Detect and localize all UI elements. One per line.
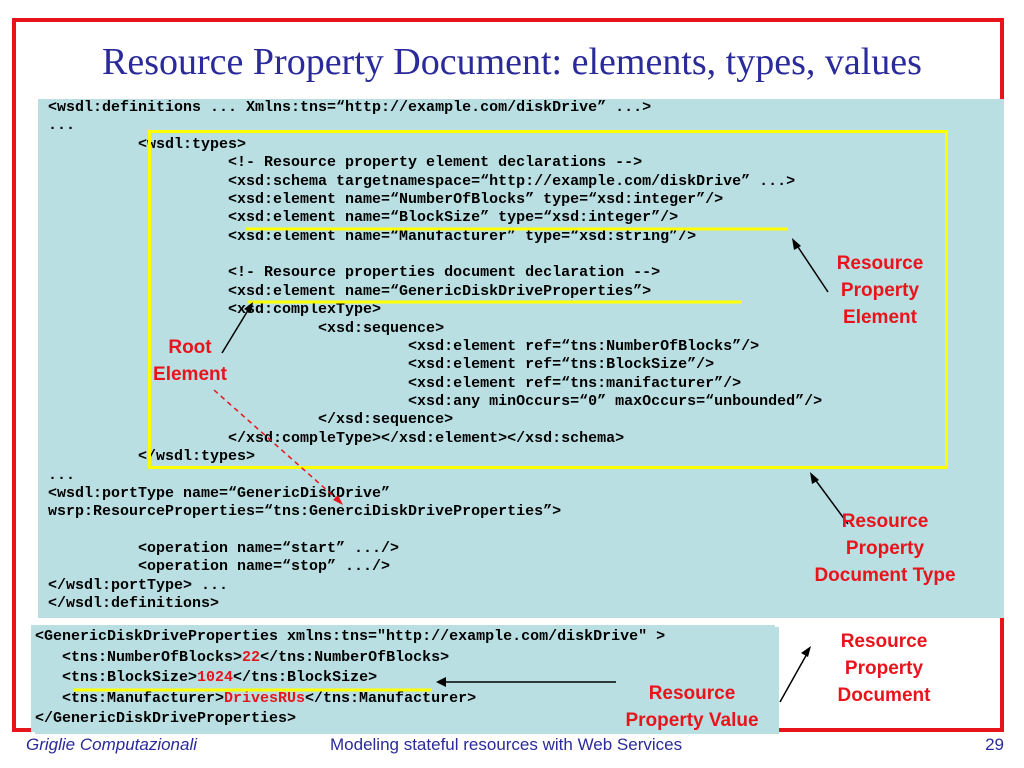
schema-code-panel: <wsdl:definitions ... Xmlns:tns=“http://… <box>38 99 1004 618</box>
document-number-of-blocks: <tns:NumberOfBlocks>22</tns:NumberOfBloc… <box>35 648 450 666</box>
schema-code-line: <xsd:any minOccurs=“0” maxOccurs=“unboun… <box>48 393 823 410</box>
schema-code-line: ... <box>48 117 76 135</box>
schema-code-line: </xsd:sequence> <box>48 411 454 429</box>
document-manufacturer: <tns:Manufacturer>DrivesRUs</tns:Manufac… <box>35 689 477 707</box>
value-number-of-blocks: 22 <box>242 648 261 666</box>
label-resource-property-document: Resource Property Document <box>837 631 931 706</box>
rp-element-arrow <box>795 243 829 293</box>
schema-code-line: <xsd:element name=“GenericDiskDrivePrope… <box>48 282 652 300</box>
document-code-panel: <GenericDiskDriveProperties xmlns:tns="h… <box>31 625 779 734</box>
schema-code-line: <xsd:element name=“BlockSize” type=“xsd:… <box>48 209 679 227</box>
schema-code-line: <wsdl:definitions ... Xmlns:tns=“http://… <box>48 99 652 116</box>
document-root-close: </GenericDiskDriveProperties> <box>35 710 297 727</box>
value-manufacturer: DrivesRUs <box>224 689 306 707</box>
schema-code-line: wsrp:ResourceProperties=“tns:GenerciDisk… <box>48 503 562 521</box>
schema-code-line: <xsd:sequence> <box>48 319 445 337</box>
schema-code-line: <xsd:element name=“NumberOfBlocks” type=… <box>48 190 724 208</box>
schema-code-line: <xsd:complexType> <box>48 301 382 319</box>
schema-code-line: <xsd:element ref=“tns:BlockSize”/> <box>48 356 715 374</box>
document-root-open: <GenericDiskDriveProperties xmlns:tns="h… <box>35 628 666 645</box>
schema-code-line: <xsd:element ref=“tns:NumberOfBlocks”/> <box>48 337 760 355</box>
root-to-porttype-dashed-arrow <box>213 389 339 501</box>
schema-code-line: <!- Resource properties document declara… <box>48 264 661 282</box>
schema-code-line: <operation name=“stop” .../> <box>48 558 391 576</box>
types-highlight-box <box>148 130 948 469</box>
footer-topic: Modeling stateful resources with Web Ser… <box>330 735 683 754</box>
footer-page-number: 29 <box>985 735 1004 754</box>
label-resource-property-document-type: Resource Property Document Type <box>814 511 956 586</box>
label-resource-property-value: Resource Property Value <box>625 683 759 731</box>
document-code: <GenericDiskDriveProperties xmlns:tns="h… <box>35 627 779 734</box>
schema-code-line: </wsdl:definitions> <box>48 595 220 613</box>
schema-code-line: </xsd:compleType></xsd:element></xsd:sch… <box>48 429 625 447</box>
schema-code-line: <xsd:element name=“Manufacturer” type=“x… <box>48 227 697 245</box>
schema-code-line: </wsdl:portType> ... <box>48 576 229 594</box>
schema-code-line: <operation name=“start” .../> <box>48 540 400 557</box>
schema-code-line: <xsd:schema targetnamespace=“http://exam… <box>48 172 796 190</box>
label-root-element: Root Element <box>153 337 227 385</box>
schema-code: <wsdl:definitions ... Xmlns:tns=“http://… <box>48 99 822 614</box>
value-block-size: 1024 <box>197 669 234 686</box>
document-block-size: <tns:BlockSize>1024</tns:BlockSize> <box>35 669 378 686</box>
schema-code-line: ... <box>48 466 76 484</box>
schema-code-line: <wsdl:types> <box>48 135 247 153</box>
schema-code-line: </wsdl:types> <box>48 448 256 466</box>
footer-course: Griglie Computazionali <box>26 735 198 754</box>
root-element-arrow <box>221 306 251 354</box>
rp-document-arrow <box>779 651 809 703</box>
slide-title: Resource Property Document: elements, ty… <box>102 41 922 83</box>
rp-document-type-arrow <box>813 477 849 525</box>
schema-code-line: <xsd:element ref=“tns:manifacturer”/> <box>48 374 742 392</box>
label-resource-property-element: Resource Property Element <box>836 253 924 328</box>
schema-code-line: <!- Resource property element declaratio… <box>48 154 643 172</box>
